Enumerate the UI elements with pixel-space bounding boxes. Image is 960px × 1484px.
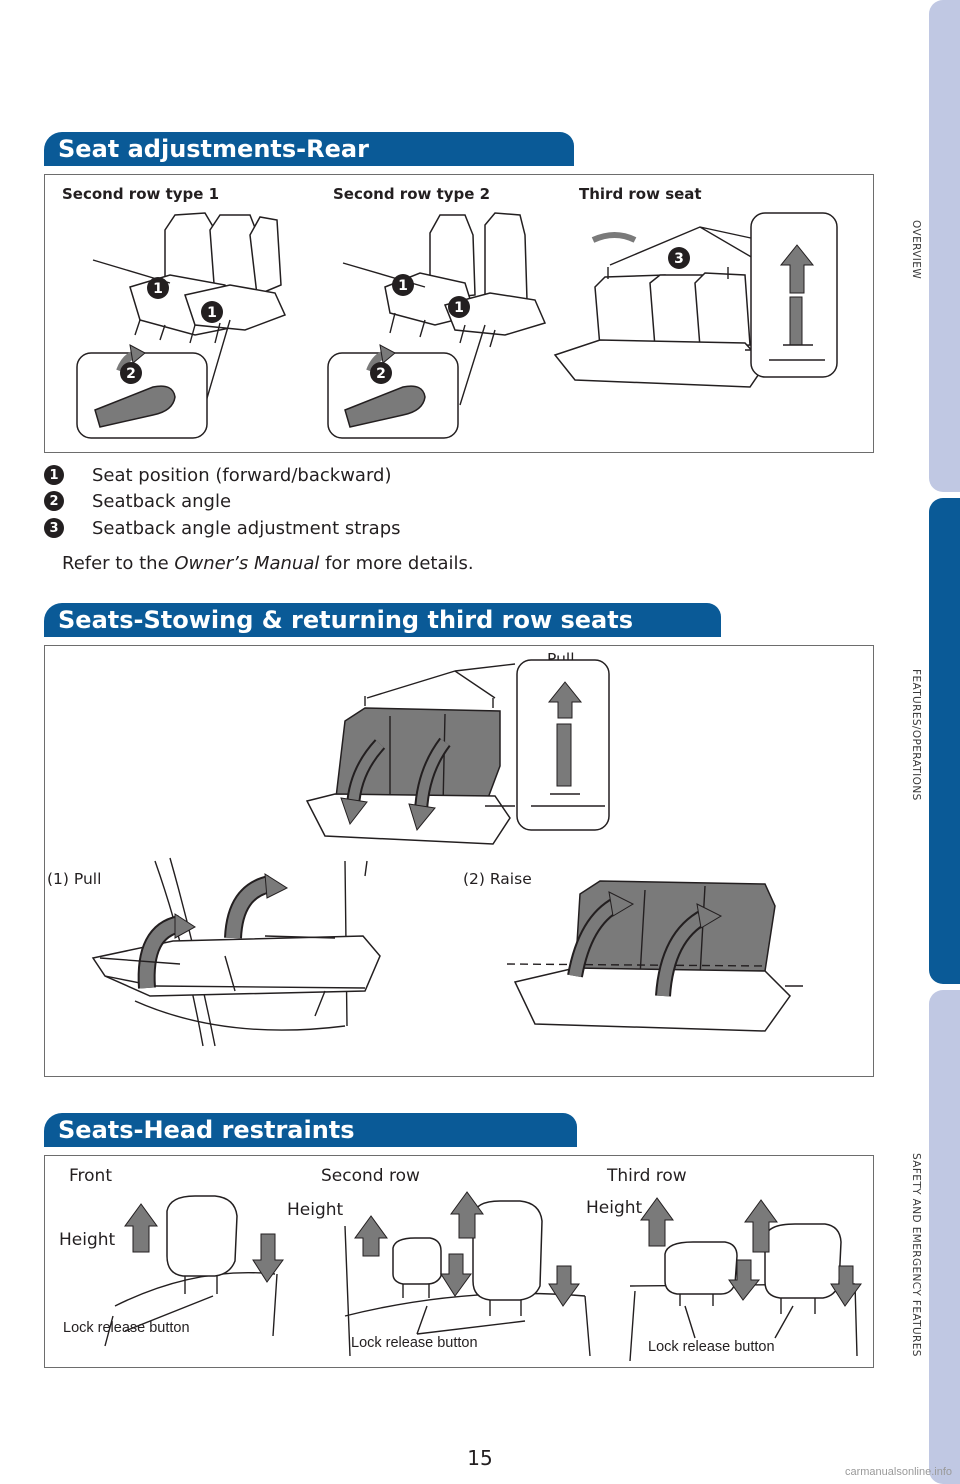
legend-item-1: 1 Seat position (forward/backward) — [44, 463, 544, 487]
stowing-illustration-panel: Pull (1) Pull (2) Raise — [44, 645, 874, 1077]
section-title-head-restraints: Seats-Head restraints — [44, 1113, 577, 1147]
label-second-row-type2: Second row type 2 — [333, 185, 491, 203]
rear-seat-illustrations: 1 1 2 1 1 2 3 — [76, 212, 838, 439]
step1-floor-illustration — [91, 857, 381, 1047]
badge-2-type2: 2 — [370, 362, 392, 384]
side-tab-features[interactable] — [929, 498, 960, 984]
note-suffix: for more details. — [319, 553, 474, 574]
legend-badge-2: 2 — [44, 491, 64, 511]
side-label-safety: SAFETY AND EMERGENCY FEATURES — [910, 1153, 922, 1357]
second-row-head-restraints — [344, 1191, 591, 1357]
label-third-row-seat: Third row seat — [579, 185, 702, 203]
label-second-row: Second row — [321, 1166, 420, 1186]
lock-release-label-front: Lock release button — [63, 1320, 190, 1336]
section-title-rear: Seat adjustments-Rear — [44, 132, 574, 166]
lock-release-label-third: Lock release button — [648, 1339, 775, 1355]
note-prefix: Refer to the — [62, 553, 175, 574]
label-third-row: Third row — [607, 1166, 687, 1186]
page-number: 15 — [467, 1446, 493, 1470]
label-step2-raise: (2) Raise — [463, 870, 532, 888]
svg-text:1: 1 — [153, 281, 163, 297]
legend-badge-1: 1 — [44, 465, 64, 485]
svg-text:2: 2 — [126, 366, 136, 382]
svg-text:1: 1 — [207, 305, 217, 321]
badge-3: 3 — [668, 247, 690, 269]
step2-raise-illustration — [506, 880, 803, 1032]
label-height-front: Height — [59, 1230, 116, 1250]
lock-release-label-second: Lock release button — [351, 1335, 478, 1351]
stowing-illustrations — [91, 659, 803, 1047]
badge-1-type1-b: 1 — [201, 301, 223, 323]
svg-text:1: 1 — [454, 300, 464, 316]
third-row-seat — [553, 232, 805, 388]
side-tab-overview[interactable] — [929, 0, 960, 492]
label-front: Front — [69, 1166, 112, 1186]
side-label-features: FEATURES/OPERATIONS — [910, 669, 922, 801]
third-row-head-restraints — [629, 1197, 862, 1362]
head-restraint-illustrations — [104, 1191, 862, 1362]
section-title-stowing: Seats-Stowing & returning third row seat… — [44, 603, 721, 637]
front-head-restraint — [104, 1195, 284, 1347]
label-height-second: Height — [287, 1200, 344, 1220]
rear-illustration-panel: Second row type 1 Second row type 2 Thir… — [44, 174, 874, 453]
owners-manual-note: Refer to the Owner’s Manual for more det… — [62, 553, 474, 574]
badge-1-type1-a: 1 — [147, 277, 169, 299]
legend-text-2: Seatback angle — [92, 490, 232, 512]
badge-2-type1: 2 — [120, 362, 142, 384]
third-row-folding-seat — [305, 696, 515, 845]
side-label-overview: OVERVIEW — [910, 220, 922, 280]
legend-badge-3: 3 — [44, 518, 64, 538]
badge-1-type2-b: 1 — [448, 296, 470, 318]
legend-item-3: 3 Seatback angle adjustment straps — [44, 516, 544, 540]
label-step1-pull: (1) Pull — [47, 870, 102, 888]
label-second-row-type1: Second row type 1 — [62, 185, 220, 203]
badge-1-type2-a: 1 — [392, 274, 414, 296]
legend-item-2: 2 Seatback angle — [44, 489, 544, 513]
legend-text-1: Seat position (forward/backward) — [92, 464, 392, 486]
legend-text-3: Seatback angle adjustment straps — [92, 517, 401, 539]
label-height-third: Height — [586, 1198, 643, 1218]
svg-text:2: 2 — [376, 366, 386, 382]
svg-text:3: 3 — [674, 251, 684, 267]
note-manual-title: Owner’s Manual — [174, 553, 320, 574]
side-tab-safety[interactable] — [929, 990, 960, 1484]
head-restraints-panel: Front Second row Third row Height Height… — [44, 1155, 874, 1368]
svg-text:1: 1 — [398, 278, 408, 294]
watermark: carmanualsonline.info — [844, 1466, 952, 1478]
